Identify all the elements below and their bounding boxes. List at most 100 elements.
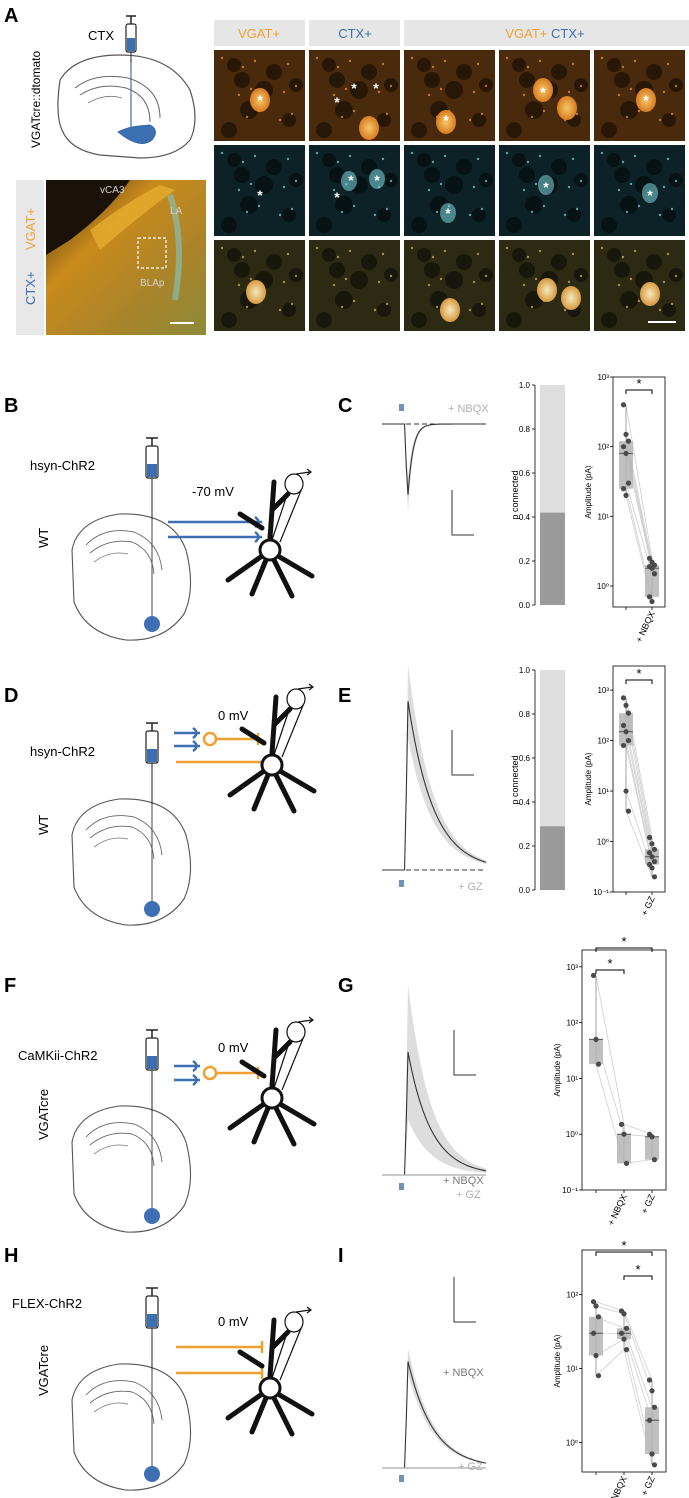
micrograph-speck bbox=[352, 109, 356, 113]
syringe-fill bbox=[147, 464, 157, 477]
y-tick-label: 10⁰ bbox=[597, 838, 609, 847]
pipette-arrow bbox=[308, 683, 314, 691]
micrograph-speck bbox=[220, 246, 224, 250]
micrograph-shadow bbox=[472, 208, 486, 222]
virus-label-d: hsyn-ChR2 bbox=[30, 744, 95, 759]
brain-contour bbox=[85, 1380, 163, 1421]
data-point bbox=[651, 874, 658, 880]
x-tick-label: + NBQX bbox=[606, 1193, 629, 1227]
brain-contour bbox=[85, 1122, 163, 1163]
significance-bracket bbox=[625, 389, 653, 394]
injection-site bbox=[144, 1466, 160, 1482]
micrograph-speck bbox=[237, 93, 241, 97]
x-tick-label: + GZ bbox=[639, 894, 657, 917]
pipette-wire bbox=[297, 686, 313, 690]
y-tick-label: 10² bbox=[566, 1291, 578, 1300]
asterisk-marker: * bbox=[348, 172, 354, 188]
trace-drug-label-g1: + NBQX bbox=[443, 1175, 484, 1187]
significance-bracket bbox=[595, 947, 653, 952]
micrograph-cell bbox=[250, 88, 270, 112]
pipette-wire bbox=[295, 471, 311, 475]
syringe-a bbox=[125, 15, 137, 62]
micrograph-shadow bbox=[662, 303, 676, 317]
data-point bbox=[618, 1330, 625, 1336]
micrograph-speck bbox=[245, 210, 249, 214]
data-point bbox=[646, 1417, 653, 1423]
micrograph-speck bbox=[621, 65, 625, 69]
pipette bbox=[281, 702, 305, 758]
micrograph-speck bbox=[526, 255, 530, 259]
bar-tick-label: 0.4 bbox=[519, 513, 531, 522]
pipette bbox=[279, 487, 303, 543]
pair-line bbox=[625, 725, 653, 853]
bar-axis-label-e: p connected bbox=[510, 755, 520, 804]
p-connected-bar-e: 0.00.20.40.60.81.0 bbox=[519, 666, 565, 895]
brain-contour bbox=[89, 540, 155, 575]
neuron-b bbox=[225, 468, 315, 599]
genotype-label-h: VGATcre bbox=[36, 1345, 51, 1396]
dendrite bbox=[271, 706, 293, 728]
micrograph-cell bbox=[341, 171, 357, 191]
micrograph-shadow bbox=[445, 271, 463, 289]
micrograph-speck bbox=[674, 84, 678, 88]
micrograph-shadow bbox=[607, 248, 621, 262]
y-tick-label: 10³ bbox=[597, 686, 609, 695]
data-point bbox=[623, 1347, 630, 1353]
micrograph-speck bbox=[340, 115, 344, 119]
asterisk-marker: * bbox=[543, 179, 549, 195]
micrograph-shadow bbox=[551, 254, 567, 270]
trace-drug-label-c: + NBQX bbox=[448, 403, 489, 415]
micrograph-shadow bbox=[282, 303, 296, 317]
schematic-b bbox=[71, 437, 192, 641]
micrograph-speck bbox=[294, 179, 298, 183]
holding-label-f: 0 mV bbox=[218, 1040, 249, 1055]
bar-not-connected bbox=[540, 385, 565, 513]
micrograph-shadow bbox=[417, 248, 431, 262]
significance-star: * bbox=[621, 934, 626, 949]
micrograph-speck bbox=[373, 308, 377, 312]
trace-mean bbox=[382, 423, 486, 495]
micrograph-speck bbox=[439, 87, 443, 91]
micrograph-shadow bbox=[411, 122, 427, 138]
micrograph-speck bbox=[348, 249, 352, 253]
micrograph-tile bbox=[594, 145, 685, 236]
micrograph-shadow bbox=[335, 196, 353, 214]
micrograph-speck bbox=[282, 90, 286, 94]
micrograph-tile bbox=[309, 240, 400, 331]
box bbox=[617, 1134, 631, 1164]
micrograph-shadow bbox=[316, 312, 332, 328]
micrograph-shadow bbox=[519, 167, 535, 183]
data-point bbox=[623, 1325, 630, 1331]
data-point bbox=[620, 402, 627, 408]
micrograph-speck bbox=[385, 207, 389, 211]
y-tick-label: 10¹ bbox=[566, 1365, 578, 1374]
pipette-wire bbox=[295, 1309, 311, 1313]
micrograph-shadow bbox=[662, 208, 676, 222]
micrograph-speck bbox=[443, 59, 447, 63]
micrograph-speck bbox=[600, 246, 604, 250]
micrograph-speck bbox=[249, 277, 253, 281]
micrograph-speck bbox=[290, 112, 294, 116]
micrograph-speck bbox=[237, 188, 241, 192]
box bbox=[619, 441, 633, 489]
asterisk-marker: * bbox=[257, 92, 263, 108]
data-point bbox=[625, 808, 632, 814]
soma bbox=[258, 538, 282, 562]
y-tick-label: 10² bbox=[597, 737, 609, 746]
micrograph-shadow bbox=[282, 208, 296, 222]
y-tick-label: 10³ bbox=[597, 373, 609, 382]
bar-tick-label: 0.8 bbox=[519, 425, 531, 434]
asterisk-marker: * bbox=[351, 80, 357, 96]
data-point bbox=[646, 834, 653, 841]
pipette bbox=[271, 485, 291, 541]
micrograph-shadow bbox=[567, 208, 581, 222]
micrograph-speck bbox=[563, 308, 567, 312]
micrograph-speck bbox=[439, 182, 443, 186]
brain-outline bbox=[71, 1105, 192, 1233]
plot-frame bbox=[612, 376, 666, 608]
micrograph-shadow bbox=[350, 81, 368, 99]
neuron-h bbox=[225, 1306, 315, 1437]
data-point bbox=[646, 850, 653, 856]
micrograph-shadow bbox=[417, 58, 431, 72]
brain-contour bbox=[93, 552, 129, 563]
